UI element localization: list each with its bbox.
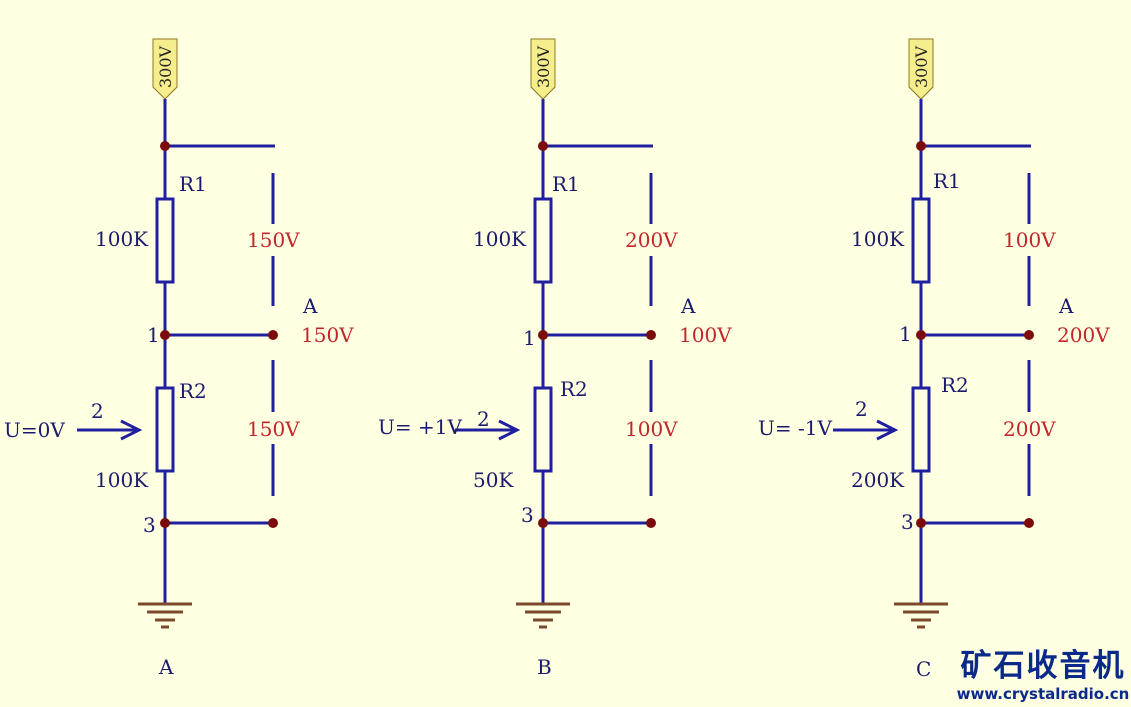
circuit-c-v-node-a: 200V (1057, 323, 1110, 347)
circuit-c-node-2: 2 (855, 397, 868, 421)
circuit-a-node-2: 2 (91, 399, 104, 423)
circuit-b-node-1: 1 (523, 326, 536, 350)
circuit-c-wiring (831, 37, 1036, 629)
circuit-c-caption: C (916, 657, 931, 681)
circuit-b-v-r1: 200V (625, 228, 678, 252)
circuit-c-node-1: 1 (899, 322, 912, 346)
circuit-a-r2-name: R2 (179, 379, 207, 403)
circuit-b-r2-value: 50K (473, 468, 514, 492)
circuit-b-r2-name: R2 (560, 377, 588, 401)
circuit-b-r1-value: 100K (473, 227, 527, 251)
circuit-c-supply-label: 300V (912, 45, 931, 88)
circuit-b-v-node-a: 100V (679, 323, 732, 347)
circuit-b-v-r2: 100V (625, 417, 678, 441)
circuit-b-input-voltage: U= +1V (378, 415, 462, 439)
watermark-logo: 矿石收音机 (961, 648, 1126, 684)
circuit-c-r2-value: 200K (851, 468, 905, 492)
circuit-a-caption: A (158, 655, 174, 679)
circuit-a-input-voltage: U=0V (4, 418, 65, 442)
circuit-b-node-a: A (680, 294, 696, 318)
circuit-a-wiring (75, 37, 280, 629)
watermark-url: www.crystalradio.cn (957, 685, 1130, 703)
circuit-a-v-r2: 150V (247, 417, 300, 441)
circuit-a: 300V R1 100K R2 100K 1 2 3 U=0V 150V A 1… (4, 37, 354, 679)
circuit-b: 300V R1 100K R2 50K 1 2 3 U= +1V 200V A … (378, 37, 732, 679)
circuit-a-v-r1: 150V (247, 228, 300, 252)
circuit-a-v-node-a: 150V (301, 323, 354, 347)
circuit-c-v-r2: 200V (1003, 417, 1056, 441)
circuit-c-r1-value: 100K (851, 227, 905, 251)
circuit-a-r1-name: R1 (179, 172, 207, 196)
circuit-a-r1-value: 100K (95, 227, 149, 251)
circuit-b-caption: B (537, 655, 552, 679)
circuit-a-supply-label: 300V (156, 45, 175, 88)
watermark: 矿石收音机 www.crystalradio.cn (957, 648, 1130, 703)
circuit-c-r1-name: R1 (933, 169, 961, 193)
circuit-a-r2-value: 100K (95, 468, 149, 492)
circuit-a-node-3: 3 (143, 513, 156, 537)
circuit-c-node-3: 3 (901, 510, 914, 534)
circuit-b-r1-name: R1 (552, 172, 580, 196)
circuit-a-node-a: A (302, 294, 318, 318)
circuit-c-node-a: A (1058, 294, 1074, 318)
circuit-b-node-2: 2 (477, 407, 490, 431)
circuit-a-node-1: 1 (147, 323, 160, 347)
circuit-c: 300V R1 100K R2 200K 1 2 3 U= -1V 100V A… (758, 37, 1110, 681)
circuit-b-supply-label: 300V (534, 45, 553, 88)
circuit-b-wiring (453, 37, 658, 629)
circuit-c-v-r1: 100V (1003, 228, 1056, 252)
circuit-c-r2-name: R2 (941, 373, 969, 397)
circuit-c-input-voltage: U= -1V (758, 416, 832, 440)
circuit-b-node-3: 3 (521, 503, 534, 527)
